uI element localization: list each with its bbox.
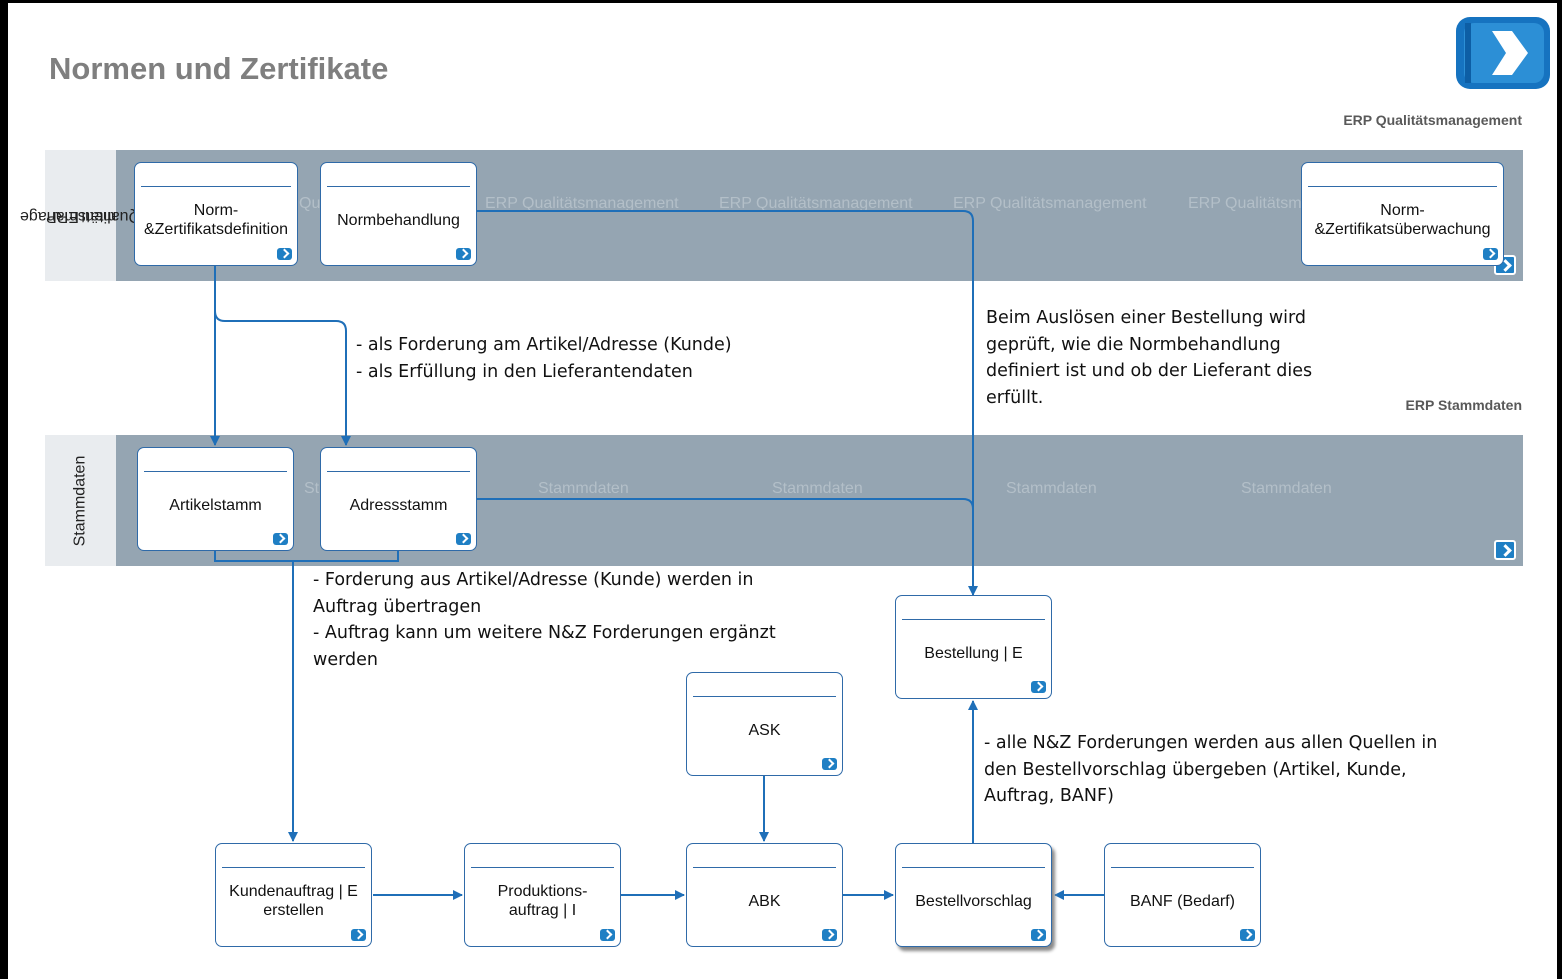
process-box-produktionsauftrag[interactable]: Produktions- auftrag | I	[464, 843, 621, 947]
note-line: geprüft, wie die Normbehandlung	[986, 334, 1281, 355]
process-box-label: BANF (Bedarf)	[1130, 892, 1235, 910]
lane-watermark: Stammdaten	[1006, 480, 1097, 497]
process-link-icon[interactable]	[1240, 929, 1255, 941]
process-box-banf[interactable]: BANF (Bedarf)	[1104, 843, 1261, 947]
process-link-icon[interactable]	[1483, 248, 1498, 260]
process-box-artikelstamm[interactable]: Artikelstamm	[137, 447, 294, 551]
lane-watermark: ERP Qualitätsm	[1188, 195, 1302, 212]
process-box-bestellvorschlag[interactable]: Bestellvorschlag	[895, 843, 1052, 947]
process-link-icon[interactable]	[277, 248, 292, 260]
note-line: Auftrag übertragen	[313, 596, 482, 617]
process-box-label: Artikelstamm	[169, 496, 262, 514]
process-link-icon[interactable]	[351, 929, 366, 941]
lane-watermark: ERP Qualitätsmanagement	[485, 195, 679, 212]
process-box-label: ASK	[748, 721, 781, 739]
note-bestellung-pruefung: Beim Auslösen einer Bestellung wird gepr…	[986, 305, 1312, 411]
process-box-label: Bestellung | E	[924, 644, 1023, 662]
swimlane-label-qm: ERP Qualitätsmanage ment	[20, 150, 141, 281]
process-link-icon[interactable]	[822, 758, 837, 770]
process-box-label: Norm- &Zertifikatsdefinition	[143, 202, 289, 238]
note-line: definiert ist und ob der Lieferant dies	[986, 361, 1313, 381]
note-line: - alle N&Z Forderungen werden aus allen …	[984, 733, 1438, 753]
note-forderung-erfuellung: - als Forderung am Artikel/Adresse (Kund…	[356, 332, 732, 385]
note-line: - Forderung aus Artikel/Adresse (Kunde) …	[313, 570, 754, 590]
note-line: den Bestellvorschlag übergeben (Artikel,…	[984, 759, 1407, 780]
connector-adress-bestellung	[477, 498, 974, 595]
process-link-icon[interactable]	[822, 929, 837, 941]
process-box-label: Produktions- auftrag | I	[497, 883, 588, 919]
lane-watermark: Stammdaten	[772, 480, 863, 497]
process-box-norm-definition[interactable]: Norm- &Zertifikatsdefinition	[134, 162, 298, 266]
process-box-ask[interactable]: ASK	[686, 672, 843, 776]
connector-normdef-adress	[214, 266, 351, 446]
lane-watermark: Stammdaten	[538, 480, 629, 497]
process-box-label: Adressstamm	[349, 496, 448, 514]
page-title: Normen und Zertifikate	[49, 51, 389, 86]
lane-watermark: Stammdaten	[1241, 480, 1332, 497]
note-line: Auftrag, BANF)	[984, 786, 1114, 806]
process-box-bestellung[interactable]: Bestellung | E	[895, 595, 1052, 699]
diagram-canvas: Normen und Zertifikate ERP Qualitätsmana…	[8, 3, 1557, 979]
process-link-icon[interactable]	[600, 929, 615, 941]
note-line: - als Erfüllung in den Lieferantendaten	[356, 361, 693, 382]
process-box-label: Normbehandlung	[337, 211, 460, 229]
note-bestellvorschlag-quellen: - alle N&Z Forderungen werden aus allen …	[984, 730, 1437, 810]
note-line: erfüllt.	[986, 387, 1044, 408]
lane-watermark: Qu	[299, 195, 321, 212]
process-box-label: Norm- &Zertifikatsüberwachung	[1314, 202, 1491, 238]
connector-normbehandlung-bestellung	[477, 210, 978, 596]
process-box-adressstamm[interactable]: Adressstamm	[320, 447, 477, 551]
process-box-abk[interactable]: ABK	[686, 843, 843, 947]
note-line: - als Forderung am Artikel/Adresse (Kund…	[356, 335, 732, 355]
process-box-label: Bestellvorschlag	[915, 892, 1032, 910]
swimlane-label-stamm: Stammdaten	[45, 435, 116, 566]
process-link-icon[interactable]	[1031, 929, 1046, 941]
lane-caption-qm: ERP Qualitätsmanagement	[1343, 112, 1522, 128]
process-link-icon[interactable]	[456, 533, 471, 545]
process-box-kundenauftrag[interactable]: Kundenauftrag | E erstellen	[215, 843, 372, 947]
connector-layer	[210, 210, 1104, 900]
process-box-label: Kundenauftrag | E erstellen	[229, 883, 358, 919]
note-line: - Auftrag kann um weitere N&Z Forderunge…	[313, 623, 776, 643]
process-link-icon[interactable]	[1031, 681, 1046, 693]
process-box-normbehandlung[interactable]: Normbehandlung	[320, 162, 477, 266]
connector-stamm-kundenauftrag	[214, 551, 298, 842]
note-line: werden	[313, 649, 378, 670]
lane-link-icon[interactable]	[1494, 540, 1516, 560]
process-box-label: ABK	[748, 892, 781, 910]
process-box-norm-ueberwachung[interactable]: Norm- &Zertifikatsüberwachung	[1301, 162, 1504, 266]
chevron-logo-icon	[1456, 17, 1550, 89]
lane-watermark: ERP Qualitätsmanagement	[719, 195, 913, 212]
process-link-icon[interactable]	[273, 533, 288, 545]
lane-watermark: St	[304, 480, 320, 497]
note-line: Beim Auslösen einer Bestellung wird	[986, 308, 1307, 328]
lane-caption-stamm: ERP Stammdaten	[1405, 397, 1522, 413]
connector-adress-kundenauftrag	[293, 551, 399, 562]
process-link-icon[interactable]	[456, 248, 471, 260]
lane-watermark: ERP Qualitätsmanagement	[953, 195, 1147, 212]
note-auftrag-uebertragen: - Forderung aus Artikel/Adresse (Kunde) …	[313, 567, 776, 673]
